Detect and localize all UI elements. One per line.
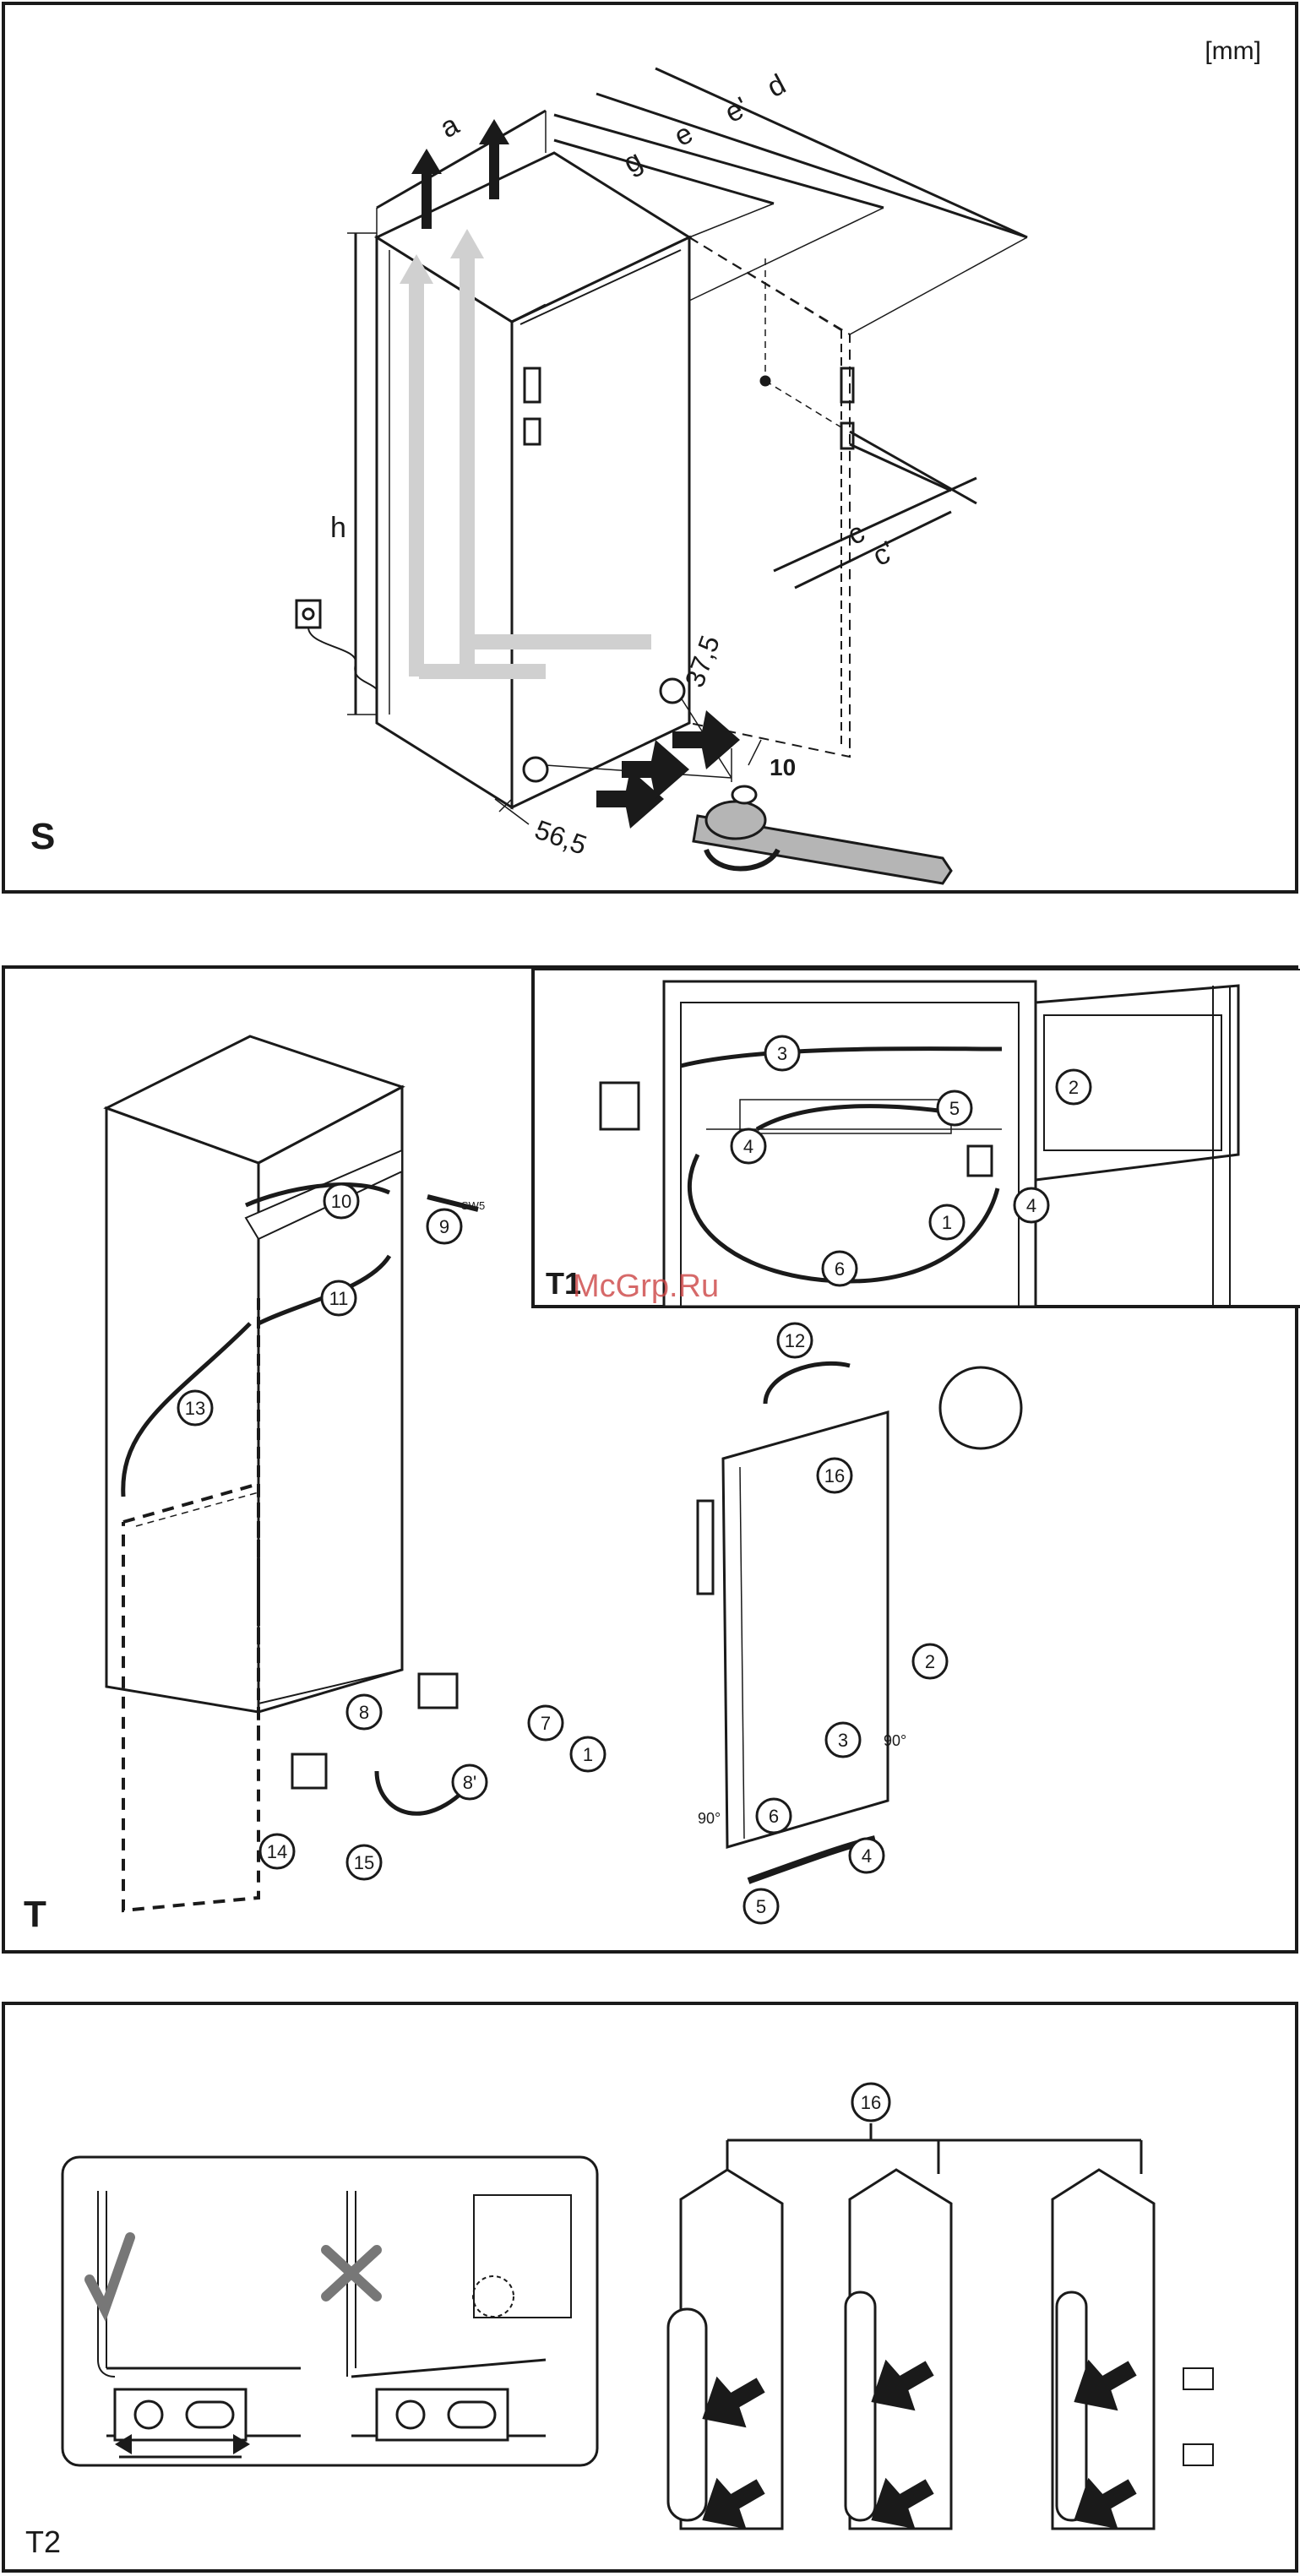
step-4: 4 (862, 1845, 872, 1867)
step-13: 13 (185, 1398, 205, 1419)
panel-letter-s: S (30, 816, 55, 858)
dim-d: d (762, 68, 791, 104)
dim-c: c (842, 517, 870, 552)
fridge-dimensions-diagram: a g e e' d h c c' 37,5 56,5 10 (5, 5, 1300, 897)
dim-56-5: 56,5 (531, 814, 591, 861)
step-2: 2 (925, 1651, 935, 1672)
tool-sw5: SW5 (461, 1199, 485, 1212)
dim-c-prime: c' (868, 535, 900, 573)
dim-h: h (330, 512, 346, 544)
door-handle-diagram: 16 (5, 2005, 1300, 2576)
step-14: 14 (267, 1841, 287, 1862)
t1-step-3: 3 (777, 1043, 787, 1064)
panel-letter-t: T (24, 1894, 46, 1936)
panel-t2: 16 T2 (2, 2002, 1298, 2573)
door-reversal-diagram: 10 9 11 13 8 7 1 8' 14 15 12 16 2 3 6 4 … (5, 969, 1300, 1957)
step-9: 9 (439, 1216, 449, 1237)
step-8: 8 (359, 1702, 369, 1723)
panel-t: 10 9 11 13 8 7 1 8' 14 15 12 16 2 3 6 4 … (2, 965, 1298, 1954)
step-3: 3 (838, 1730, 848, 1751)
t1-step-4b: 4 (1026, 1195, 1036, 1216)
step-16: 16 (824, 1465, 845, 1486)
step-10: 10 (331, 1191, 351, 1212)
t1-step-1: 1 (942, 1212, 952, 1233)
t1-step-6: 6 (835, 1258, 845, 1280)
step-1: 1 (583, 1744, 593, 1765)
step-8-prime: 8' (463, 1772, 476, 1793)
step-5: 5 (756, 1896, 766, 1917)
angle-90-left: 90° (698, 1810, 721, 1827)
step-6: 6 (769, 1806, 779, 1827)
t1-step-4a: 4 (743, 1136, 753, 1157)
step-11: 11 (329, 1288, 349, 1309)
t1-step-2: 2 (1069, 1077, 1079, 1098)
panel-s: a g e e' d h c c' 37,5 56,5 10 [mm] S (2, 2, 1298, 894)
unit-mm: [mm] (1205, 37, 1261, 66)
t2-step-16: 16 (861, 2092, 881, 2113)
step-15: 15 (354, 1852, 374, 1873)
dim-g: g (618, 144, 648, 180)
panel-letter-t2: T2 (25, 2524, 61, 2560)
step-12: 12 (785, 1330, 805, 1351)
watermark: McGrp.Ru (573, 1269, 719, 1305)
dim-e-prime: e' (720, 91, 753, 129)
dim-a: a (435, 109, 465, 144)
step-7: 7 (541, 1713, 551, 1734)
tool-number-10: 10 (770, 754, 796, 780)
t1-step-5: 5 (949, 1098, 960, 1119)
angle-90-right: 90° (884, 1732, 906, 1749)
